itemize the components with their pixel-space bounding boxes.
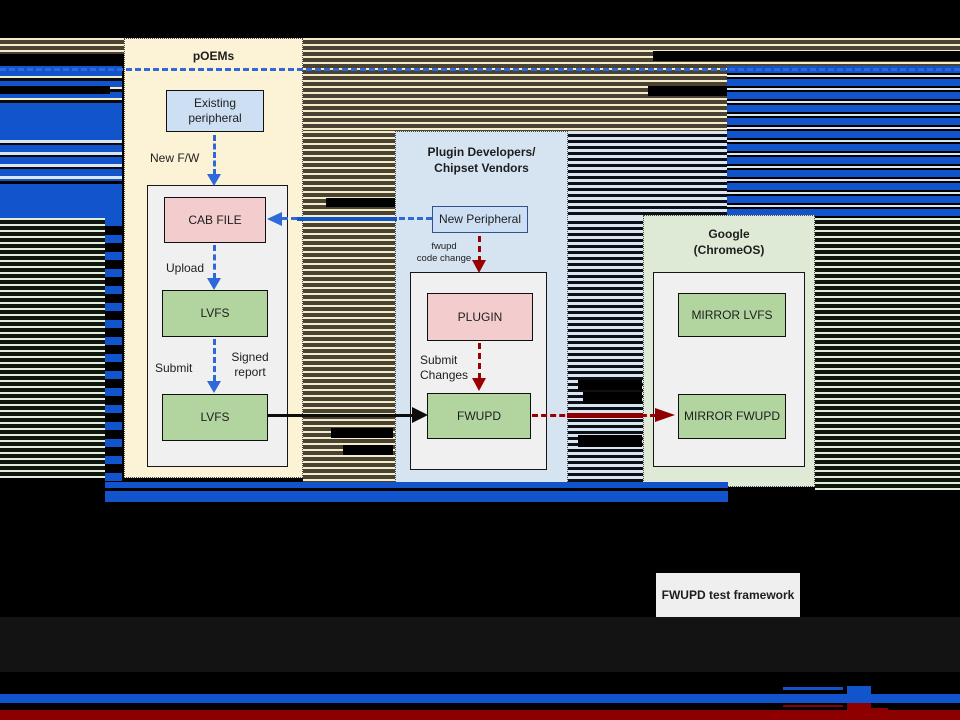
label-submit: Submit [155,361,192,376]
google-title-line2: (ChromeOS) [693,242,765,257]
label-new-fw: New F/W [150,151,199,166]
redaction-bar-mid-3 [578,435,642,447]
redaction-bar-mid-2 [583,392,642,404]
plugin-title-line1: Plugin Developers/ [427,145,536,159]
top-dashed-rule [0,68,960,71]
node-cab-file: CAB FILE [164,197,266,243]
lvfs-bottom-label: LVFS [200,410,230,424]
node-lvfs-bottom: LVFS [162,394,268,441]
label-fwupd-code-change: fwupd code change [412,241,476,265]
redaction-bar-gap-bottom-2 [343,445,393,455]
fwupd-test-framework-box: FWUPD test framework [656,573,800,617]
arrow-newfw-head [207,174,221,186]
footer-blue-line-small [783,687,843,690]
arrow-submit-head [207,381,221,393]
label-signed-report: Signed report [226,350,274,380]
poems-title-text: pOEMs [192,49,235,63]
redaction-bar-top-right [653,51,960,61]
glitch-lightblue-stripes-mid-bottom [568,218,643,488]
arrow-lvfs-fwupd-line [268,414,414,417]
glitch-tan-stripes-gap [303,131,395,485]
bottom-blue-bar-1 [105,482,728,488]
fwupd-label: FWUPD [457,408,501,423]
node-mirror-lvfs: MIRROR LVFS [678,293,786,337]
node-existing-peripheral: Existing peripheral [166,90,264,132]
glitch-blue-blocks-column [105,218,122,490]
arrow-submit-changes-line [478,343,481,379]
code-change-line1: fwupd [431,241,457,252]
footer-gray-band [0,617,960,672]
arrow-submit-changes-head [472,378,486,391]
arrow-fwupd-mirror-head [655,408,675,422]
redaction-bar-gap-bottom-1 [331,428,393,438]
submit-text: Submit [155,361,193,375]
redaction-bar-mid-1 [578,380,642,390]
node-plugin: PLUGIN [427,293,533,341]
label-submit-changes: Submit Changes [420,353,472,383]
bottom-blue-bar-2 [105,491,728,502]
existing-peripheral-label: Existing peripheral [188,96,242,125]
arrow-newfw-line [213,135,216,175]
lane-title-google: Google (ChromeOS) [643,227,815,258]
arrow-upload-head [207,278,221,290]
arrow-newperipheral-cabfile-head [267,212,282,226]
label-upload: Upload [166,261,204,276]
node-lvfs-top: LVFS [162,290,268,337]
google-title-line1: Google [708,227,750,241]
arrow-fwupd-mirror-glitch [567,413,643,418]
plugin-label: PLUGIN [457,309,503,324]
submit-changes-line2: Changes [420,368,469,382]
lvfs-top-label: LVFS [200,306,230,320]
footer-red-tail [871,708,888,711]
plugin-title-line2: Chipset Vendors [434,160,529,175]
footer-red-line-small [783,705,843,707]
code-change-line2: code change [416,252,472,264]
arrow-upload-line [213,245,216,279]
glitch-green-stripes-left [0,218,105,478]
glitch-black-band-left [0,86,110,94]
glitch-blue-bands-right [727,66,960,218]
lane-title-poems: pOEMs [124,49,303,65]
node-mirror-fwupd: MIRROR FWUPD [678,394,786,439]
arrow-newperipheral-cabfile-glitch [297,217,397,221]
upload-text: Upload [166,261,205,275]
glitch-stripes-top-left [0,38,124,54]
new-peripheral-label: New Peripheral [438,212,522,226]
node-fwupd: FWUPD [427,393,531,439]
arrow-code-change-head [472,260,486,273]
lane-title-plugin: Plugin Developers/ Chipset Vendors [395,145,568,176]
mirror-lvfs-label: MIRROR LVFS [691,307,773,322]
mirror-fwupd-label: MIRROR FWUPD [684,409,780,423]
arrow-submit-line [213,339,216,381]
cab-file-label: CAB FILE [188,212,242,227]
glitch-black-line-left [0,181,122,184]
arrow-lvfs-fwupd-head [412,407,428,423]
footer-red-bar [0,710,960,720]
redaction-bar-upper-mid [648,86,727,96]
glitch-green-stripes-right [815,218,960,490]
test-framework-label: FWUPD test framework [661,588,795,602]
signed-report-text: Signed report [231,350,269,379]
node-new-peripheral: New Peripheral [432,206,528,233]
glitch-black-band-top-left [0,54,124,66]
new-fw-text: New F/W [150,151,200,165]
glitch-lightblue-stripes-mid-top [568,131,727,218]
glitch-pale-lines-left [0,133,122,179]
redaction-bar-gap-top [326,198,397,207]
arrow-code-change-line [478,236,481,262]
submit-changes-line1: Submit [420,353,458,367]
footer-blue-bar [0,694,960,703]
